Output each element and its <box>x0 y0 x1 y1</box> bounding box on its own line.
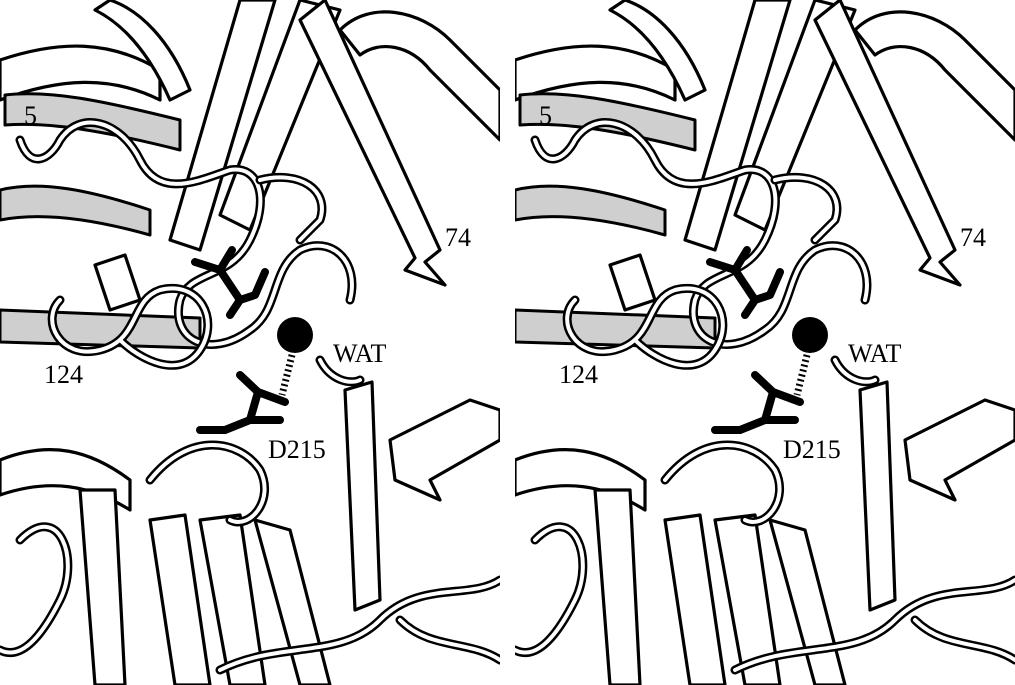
ribbon-diagram: 5 74 124 WAT D215 <box>0 0 500 685</box>
water-molecule <box>277 317 313 353</box>
hydrogen-bond <box>797 355 807 395</box>
label-residue-74: 74 <box>445 223 471 252</box>
stereo-panel-left: 5 74 124 WAT D215 <box>0 0 500 685</box>
beta-strand-residue-124 <box>0 310 200 348</box>
label-residue-124: 124 <box>44 360 83 389</box>
beta-strand-lower-middle <box>255 382 500 685</box>
label-water: WAT <box>848 339 902 368</box>
beta-arrow-left-middle <box>95 255 140 310</box>
beta-strand-lower-left <box>0 450 265 685</box>
label-residue-5: 5 <box>539 101 552 130</box>
stereo-panel-right: 5 74 124 WAT D215 <box>515 0 1015 685</box>
label-residue-5: 5 <box>24 101 37 130</box>
label-residue-74: 74 <box>960 223 986 252</box>
beta-arrow-left-middle <box>610 255 655 310</box>
beta-strand-lower-left <box>515 450 780 685</box>
beta-strand-lower-middle <box>770 382 1015 685</box>
label-aspartate: D215 <box>268 435 326 464</box>
beta-strand-upper-left <box>0 0 190 100</box>
beta-strand-upper-left <box>515 0 705 100</box>
label-water: WAT <box>333 339 387 368</box>
aspartate-sticks <box>200 375 285 430</box>
water-molecule <box>792 317 828 353</box>
aspartate-sticks <box>715 375 800 430</box>
hydrogen-bond <box>282 355 292 395</box>
label-aspartate: D215 <box>783 435 841 464</box>
label-residue-124: 124 <box>559 360 598 389</box>
beta-strand-residue-124 <box>515 310 715 348</box>
ribbon-diagram: 5 74 124 WAT D215 <box>515 0 1015 685</box>
